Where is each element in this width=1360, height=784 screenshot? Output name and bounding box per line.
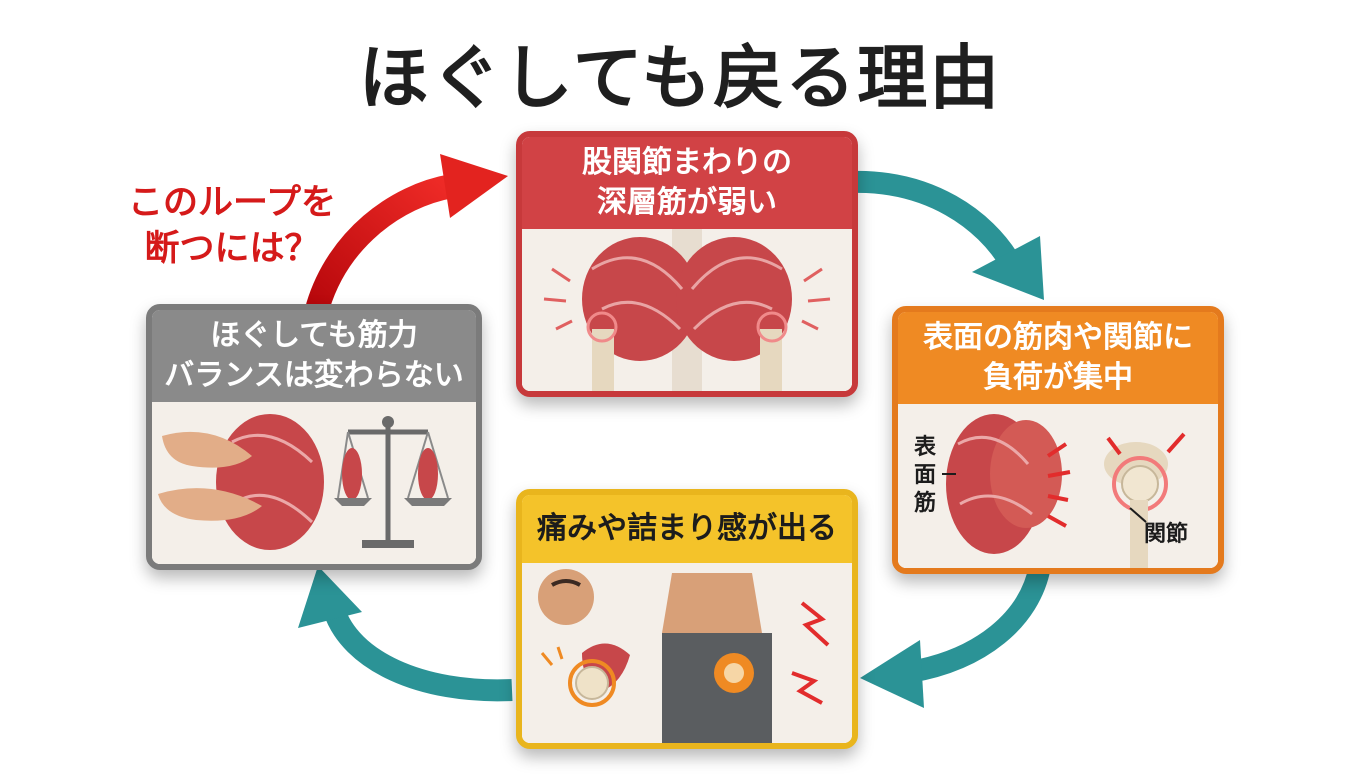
card-left-line1: ほぐしても筋力 [210,318,418,353]
loop-note: このループを 断つには？ [112,180,352,272]
card-right-image: 表面筋 関節 [898,404,1218,568]
gluteal-muscle-icon [522,229,852,391]
card-left-header: ほぐしても筋力 バランスは変わらない [152,310,476,402]
cycle-arrow-bottom-left [323,606,513,702]
surface-muscle-joint-icon [898,404,1218,568]
label-surface-muscle: 表面筋 [913,435,936,516]
hip-pain-icon [522,563,852,743]
card-left-line2: バランスは変わらない [164,358,464,393]
loop-note-line1: このループを [128,183,336,223]
loop-arrow-red-head [440,154,508,218]
card-pain-stiffness: 痛みや詰まり感が出る [516,489,858,749]
cycle-arrow-right-bottom [908,563,1051,683]
card-top-image [522,229,852,391]
cycle-arrow-top-right-head [972,236,1044,300]
label-joint: 関節 [1144,522,1189,547]
loop-note-line2: 断つには？ [144,229,320,269]
loop-arrow-red [306,174,464,318]
massage-balance-icon [152,402,476,564]
card-right-line1: 表面の筋肉や関節に [923,320,1193,355]
cycle-arrow-right-bottom-head [860,640,924,708]
card-load-concentration: 表面の筋肉や関節に 負荷が集中 表面筋 関節 [892,306,1224,574]
card-top-line1: 股関節まわりの [582,145,792,180]
card-weak-deep-muscles: 股関節まわりの 深層筋が弱い [516,131,858,397]
card-top-header: 股関節まわりの 深層筋が弱い [522,137,852,229]
page-title: ほぐしても戻る理由 [358,37,1002,119]
card-balance-unchanged: ほぐしても筋力 バランスは変わらない [146,304,482,570]
card-left-image [152,402,476,564]
card-bottom-header: 痛みや詰まり感が出る [522,495,852,563]
card-bottom-image [522,563,852,743]
card-right-header: 表面の筋肉や関節に 負荷が集中 [898,312,1218,404]
card-right-line2: 負荷が集中 [983,360,1133,395]
card-top-line2: 深層筋が弱い [597,185,777,220]
cycle-arrow-bottom-left-head [298,566,362,628]
card-bottom-line1: 痛みや詰まり感が出る [537,511,837,546]
cycle-arrow-top-right [851,170,1020,268]
